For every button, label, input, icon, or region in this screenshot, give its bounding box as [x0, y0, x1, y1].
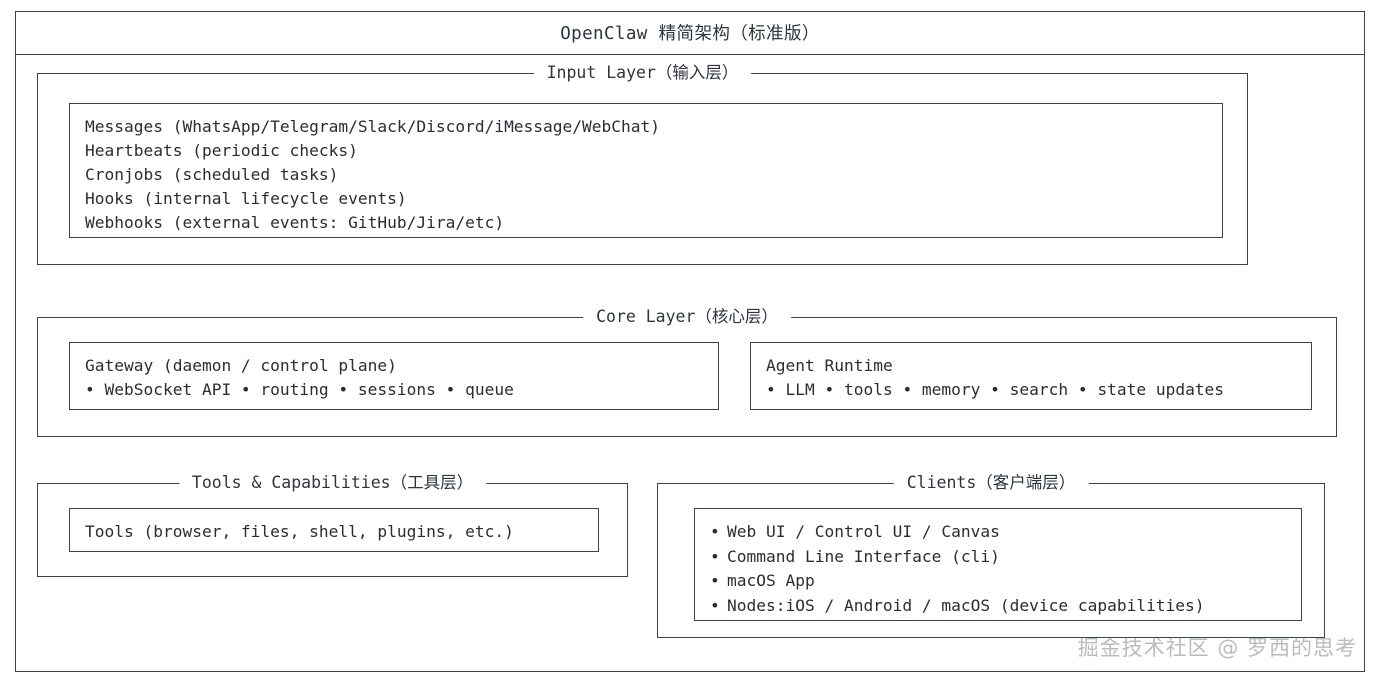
- bullet-icon: •: [710, 595, 720, 615]
- group-core-layer: Core Layer（核心层）: [37, 307, 1337, 437]
- clients-list: • Web UI / Control UI / Canvas • Command L…: [710, 520, 1291, 618]
- group-tools-layer: Tools & Capabilities（工具层）: [37, 473, 628, 577]
- box-agent-runtime: Agent Runtime • LLM • tools • memory • s…: [750, 342, 1312, 410]
- gateway-detail: • WebSocket API • routing • sessions • q…: [85, 380, 514, 399]
- group-core-layer-legend: Core Layer（核心层）: [583, 307, 791, 327]
- box-tools: Tools (browser, files, shell, plugins, e…: [69, 508, 599, 552]
- box-clients: • Web UI / Control UI / Canvas • Command L…: [694, 508, 1302, 621]
- list-item-label: Web UI / Control UI / Canvas: [727, 522, 1000, 541]
- bullet-icon: •: [710, 522, 720, 541]
- bullet-icon: •: [710, 571, 720, 590]
- diagram-outer-frame: [15, 11, 1365, 672]
- list-item: • Nodes:iOS / Android / macOS (device cap…: [710, 594, 1291, 619]
- list-item-label: Nodes:iOS / Android / macOS (device capa…: [727, 595, 1205, 615]
- list-item-label: macOS App: [727, 571, 815, 590]
- list-item: • Web UI / Control UI / Canvas: [710, 520, 1291, 545]
- list-item: Webhooks (external events: GitHub/Jira/e…: [85, 213, 505, 232]
- list-item: Hooks (internal lifecycle events): [85, 189, 407, 208]
- list-item: Messages (WhatsApp/Telegram/Slack/Discor…: [85, 117, 660, 136]
- group-input-layer-legend: Input Layer（输入层）: [533, 63, 752, 83]
- group-tools-layer-legend: Tools & Capabilities（工具层）: [178, 473, 487, 493]
- group-clients-layer: Clients（客户端层）: [657, 473, 1325, 638]
- gateway-content: Gateway (daemon / control plane) • WebSo…: [85, 354, 708, 402]
- bullet-icon: •: [710, 546, 720, 566]
- group-clients-layer-legend: Clients（客户端层）: [893, 473, 1089, 493]
- box-input-sources: Messages (WhatsApp/Telegram/Slack/Discor…: [69, 103, 1223, 238]
- gateway-heading: Gateway (daemon / control plane): [85, 356, 397, 375]
- diagram-title-bar: OpenClaw 精简架构（标准版）: [15, 11, 1365, 55]
- tools-content: Tools (browser, files, shell, plugins, e…: [85, 520, 588, 544]
- page-title: OpenClaw 精简架构（标准版）: [560, 24, 820, 44]
- agent-runtime-content: Agent Runtime • LLM • tools • memory • s…: [766, 354, 1301, 402]
- box-gateway: Gateway (daemon / control plane) • WebSo…: [69, 342, 719, 410]
- tools-line: Tools (browser, files, shell, plugins, e…: [85, 522, 514, 541]
- list-item: • Command Line Interface (cli): [710, 545, 1291, 570]
- agent-runtime-heading: Agent Runtime: [766, 356, 893, 375]
- agent-runtime-detail: • LLM • tools • memory • search • state …: [766, 380, 1225, 399]
- list-item: Cronjobs (scheduled tasks): [85, 165, 339, 184]
- list-item: Heartbeats (periodic checks): [85, 141, 358, 160]
- list-item: • macOS App: [710, 569, 1291, 594]
- group-input-layer: Input Layer（输入层）: [37, 63, 1248, 265]
- list-item-label: Command Line Interface (cli): [727, 546, 1000, 566]
- input-sources-list: Messages (WhatsApp/Telegram/Slack/Discor…: [85, 115, 1212, 235]
